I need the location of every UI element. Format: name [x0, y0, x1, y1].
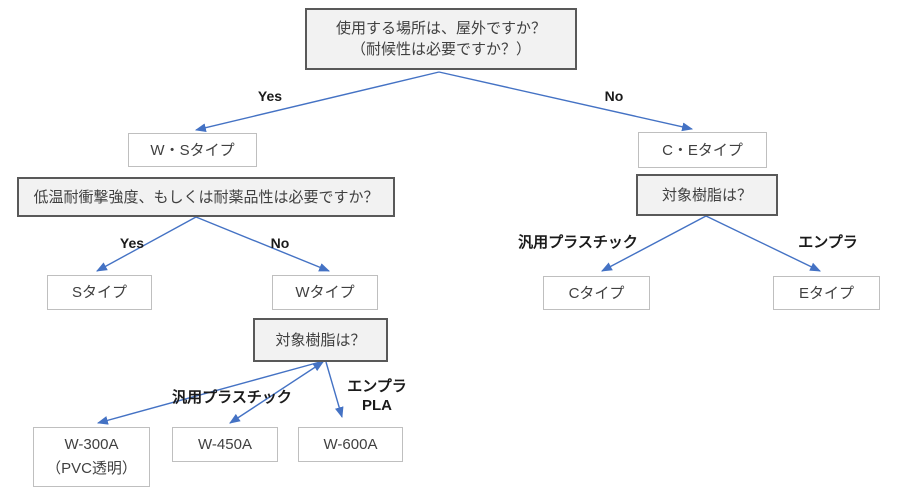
node-question-resin-left: 対象樹脂は？: [253, 318, 388, 362]
edge-label-general-plastic-right: 汎用プラスチック: [518, 234, 638, 251]
node-question-outdoor: 使用する場所は、屋外ですか？ （耐候性は必要ですか？）: [305, 8, 577, 70]
w300a-line2: （PVC透明）: [46, 460, 137, 477]
node-ws-type: W・Sタイプ: [128, 133, 257, 167]
question-resin-left-label: 対象樹脂は？: [275, 331, 366, 349]
node-w-type: Wタイプ: [272, 275, 378, 310]
question-resin-right-label: 対象樹脂は？: [661, 186, 752, 204]
edge-label-engineering-plastic-left-line2: PLA: [362, 397, 392, 414]
edge-label-no-top: No: [604, 88, 624, 104]
question-outdoor-line1: 使用する場所は、屋外ですか？: [335, 20, 546, 37]
edge-label-yes-top: Yes: [257, 88, 283, 104]
edge-label-engineering-plastic-right: エンプラ: [798, 234, 858, 251]
edge-label-engineering-plastic-left: エンプラ PLA: [347, 377, 407, 415]
w300a-line1: W-300A: [64, 436, 119, 453]
node-question-resin-right: 対象樹脂は？: [636, 174, 778, 216]
node-w600a: W-600A: [298, 427, 403, 462]
c-type-label: Cタイプ: [568, 284, 625, 302]
edge-label-yes-left: Yes: [119, 235, 145, 251]
node-w450a: W-450A: [172, 427, 278, 462]
edge-label-no-left: No: [270, 235, 290, 251]
question-lowtemp-label: 低温耐衝撃強度、もしくは耐薬品性は必要ですか？: [33, 188, 379, 206]
e-type-label: Eタイプ: [798, 284, 854, 302]
edge-outdoor-yes: [194, 71, 440, 132]
edge-lowtemp-no: [195, 216, 331, 272]
edge-outdoor-no: [438, 71, 694, 132]
edge-resin-w600: [325, 361, 344, 419]
node-s-type: Sタイプ: [47, 275, 152, 310]
node-ce-type: C・Eタイプ: [638, 132, 767, 168]
edge-label-general-plastic-left: 汎用プラスチック: [172, 389, 292, 406]
node-question-lowtemp: 低温耐衝撃強度、もしくは耐薬品性は必要ですか？: [17, 177, 395, 217]
ws-type-label: W・Sタイプ: [150, 141, 235, 159]
edge-resin-e: [705, 215, 821, 272]
node-w300a: W-300A （PVC透明）: [33, 427, 150, 487]
edge-resin-c: [601, 215, 707, 272]
edge-lowtemp-yes: [96, 216, 197, 272]
s-type-label: Sタイプ: [71, 284, 127, 301]
question-outdoor-line2: （耐候性は必要ですか？）: [350, 41, 531, 58]
node-c-type: Cタイプ: [543, 276, 650, 310]
ce-type-label: C・Eタイプ: [662, 141, 743, 159]
w600a-label: W-600A: [323, 436, 378, 453]
w450a-label: W-450A: [198, 436, 252, 453]
node-e-type: Eタイプ: [773, 276, 880, 310]
edge-resin-w450: [229, 361, 324, 424]
w-type-label: Wタイプ: [295, 284, 355, 301]
edge-label-engineering-plastic-left-line1: エンプラ: [347, 378, 407, 395]
